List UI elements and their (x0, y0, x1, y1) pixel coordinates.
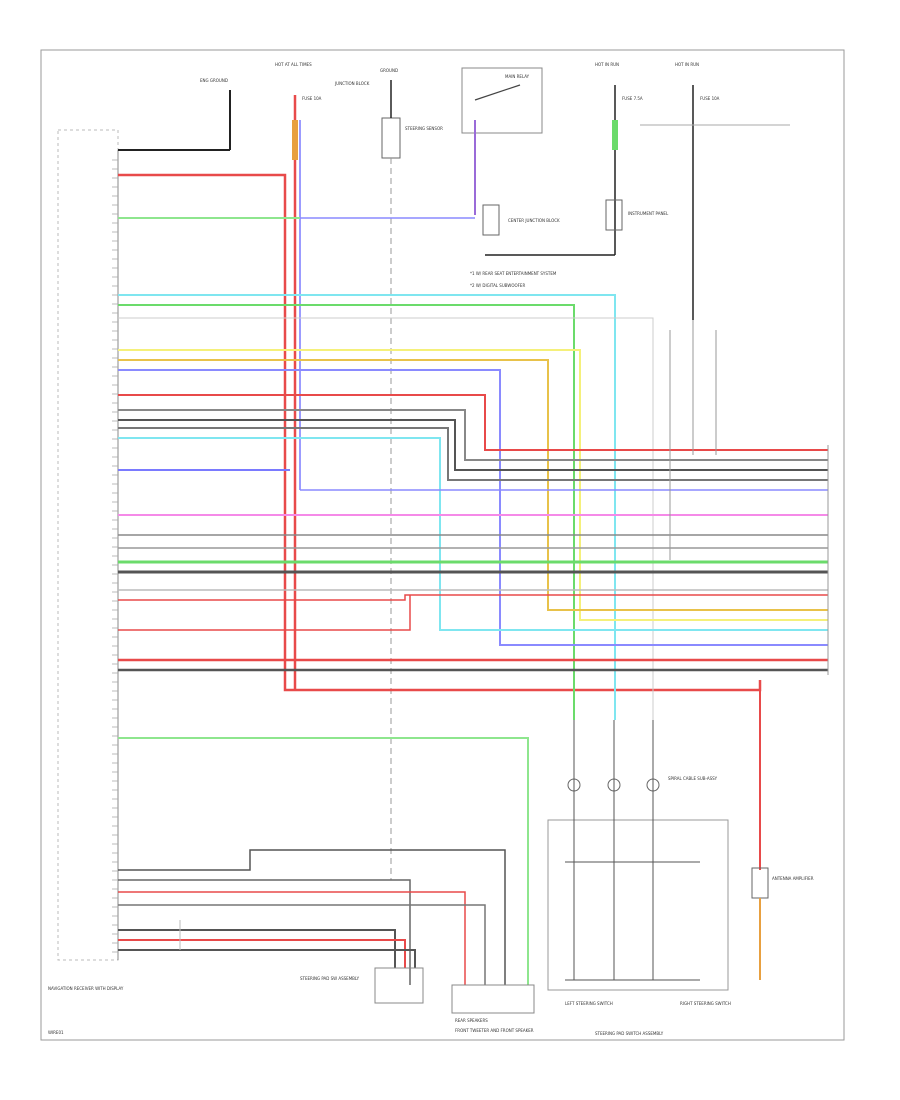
unit-frame (57, 129, 119, 961)
diagram-border (40, 49, 845, 1041)
ground-main-label: GROUND (380, 68, 398, 73)
wire (118, 891, 466, 985)
wire (118, 849, 506, 985)
wire (118, 949, 416, 968)
main-relay-label: MAIN RELAY (505, 74, 530, 79)
steering-sensor-label: STEERING SENSOR (405, 126, 443, 131)
steering-switch-label: STEERING PAD SWITCH ASSEMBLY (595, 1031, 664, 1036)
wire (118, 904, 486, 985)
wire (118, 437, 828, 631)
wire (118, 939, 406, 968)
hot-top-label-1: HOT AT ALL TIMES (275, 62, 312, 67)
spiral-cable-label: SPIRAL CABLE SUB-ASSY (668, 776, 718, 781)
wire (118, 594, 828, 601)
wire (118, 737, 529, 985)
wire (118, 317, 654, 720)
wire (118, 419, 828, 471)
wire (118, 349, 828, 621)
rear-speakers-label: REAR SPEAKERS (455, 1018, 488, 1023)
wire (118, 879, 411, 985)
junction-block-label: JUNCTION BLOCK (334, 81, 370, 86)
eng-ground-label: ENG GROUND (200, 78, 228, 83)
left-switch-label: LEFT STEERING SWITCH (565, 1001, 613, 1006)
note-1: *1 W/ REAR SEAT ENTERTAINMENT SYSTEM (470, 271, 557, 276)
wire (118, 359, 828, 611)
fuse-label-2: FUSE 7.5A (622, 96, 643, 101)
note-2: *2 W/ DIGITAL SUBWOOFER (470, 283, 525, 288)
wire (118, 369, 828, 646)
hot-top-label-3: HOT IN RUN (675, 62, 699, 67)
radio-tuner-label: STEERING PAD SW ASSEMBLY (300, 976, 360, 981)
front-speakers-label: FRONT TWEETER AND FRONT SPEAKER (455, 1028, 534, 1033)
inst-panel-label: INSTRUMENT PANEL (628, 211, 669, 216)
wire (118, 929, 396, 968)
navigation-unit-label: NAVIGATION RECEIVER WITH DISPLAY (48, 986, 124, 991)
hot-top-label-2: HOT IN RUN (595, 62, 619, 67)
connector-pins (112, 159, 118, 953)
wire (118, 294, 616, 720)
footer-code: WIRE01 (48, 1030, 64, 1035)
wire-bundle (118, 173, 828, 985)
wire (118, 595, 411, 631)
wire (118, 304, 575, 720)
wire (118, 394, 828, 451)
center-junction-label: CENTER JUNCTION BLOCK (508, 218, 560, 223)
antenna-amp-label: ANTENNA AMPLIFIER (772, 876, 814, 881)
right-switch-label: RIGHT STEERING SWITCH (680, 1001, 731, 1006)
fuse-label-3: FUSE 10A (700, 96, 720, 101)
fuse-label-1: FUSE 10A (302, 96, 322, 101)
wire (118, 409, 828, 461)
wire (118, 427, 828, 481)
